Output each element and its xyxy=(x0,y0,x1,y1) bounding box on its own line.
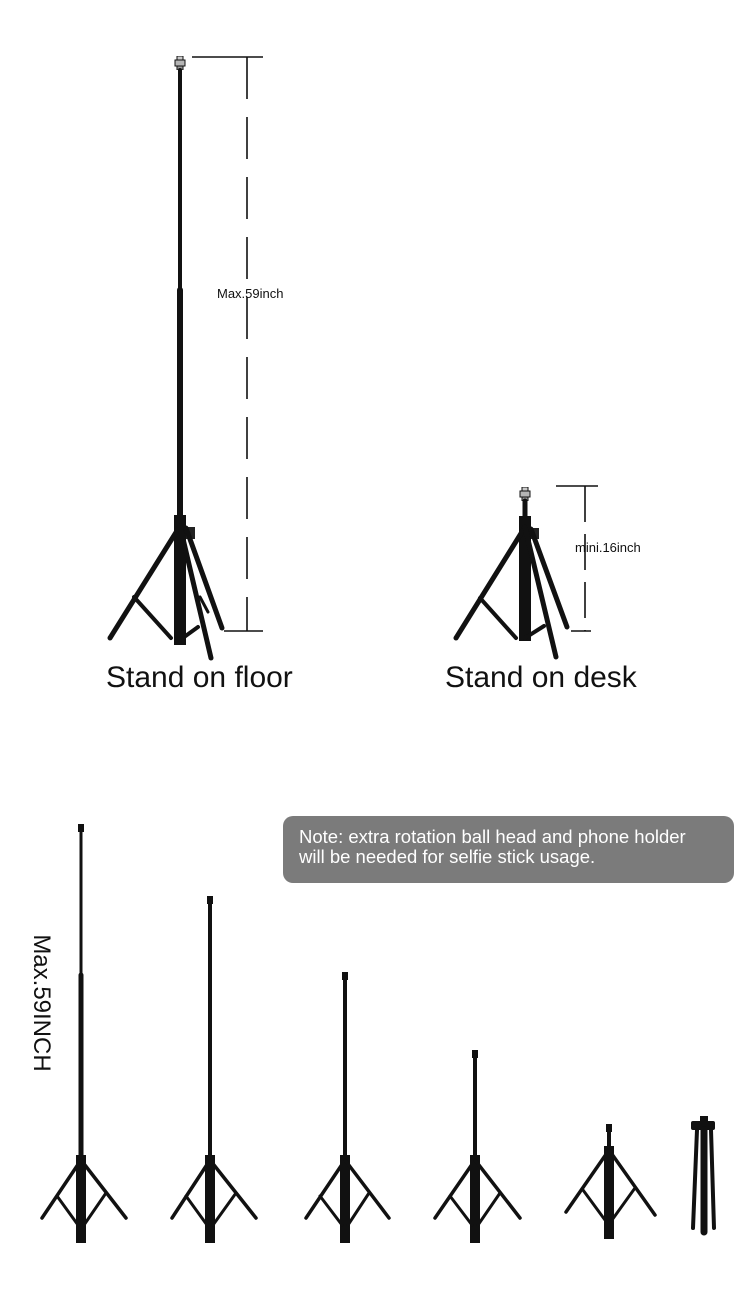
desk-tripod-stand-icon xyxy=(453,487,570,660)
stage-5-tripod-stand-icon xyxy=(564,1124,657,1239)
floor-tripod-stand-icon xyxy=(107,56,225,661)
desk-caption: Stand on desk xyxy=(445,661,637,694)
stage-1-tripod-stand-icon xyxy=(40,824,128,1243)
floor-max-height-label: Max.59inch xyxy=(217,286,284,301)
max-height-vertical-label: Max.59INCH xyxy=(28,934,55,1072)
floor-dimension-line-icon xyxy=(192,56,263,632)
stage-2-tripod-stand-icon xyxy=(170,896,258,1243)
desk-min-height-label: mini.16inch xyxy=(575,540,641,555)
stage-3-tripod-stand-icon xyxy=(304,972,391,1243)
selfie-usage-note: Note: extra rotation ball head and phone… xyxy=(283,816,734,883)
floor-caption: Stand on floor xyxy=(106,661,293,694)
note-line-1: Note: extra rotation ball head and phone… xyxy=(299,826,686,847)
stage-6-folded-tripod-stand-icon xyxy=(691,1116,716,1236)
desk-dimension-line-icon xyxy=(556,485,598,632)
stage-4-tripod-stand-icon xyxy=(433,1050,522,1243)
floor-ball-head-mount-icon xyxy=(174,56,186,70)
note-line-2: will be needed for selfie stick usage. xyxy=(299,846,596,867)
